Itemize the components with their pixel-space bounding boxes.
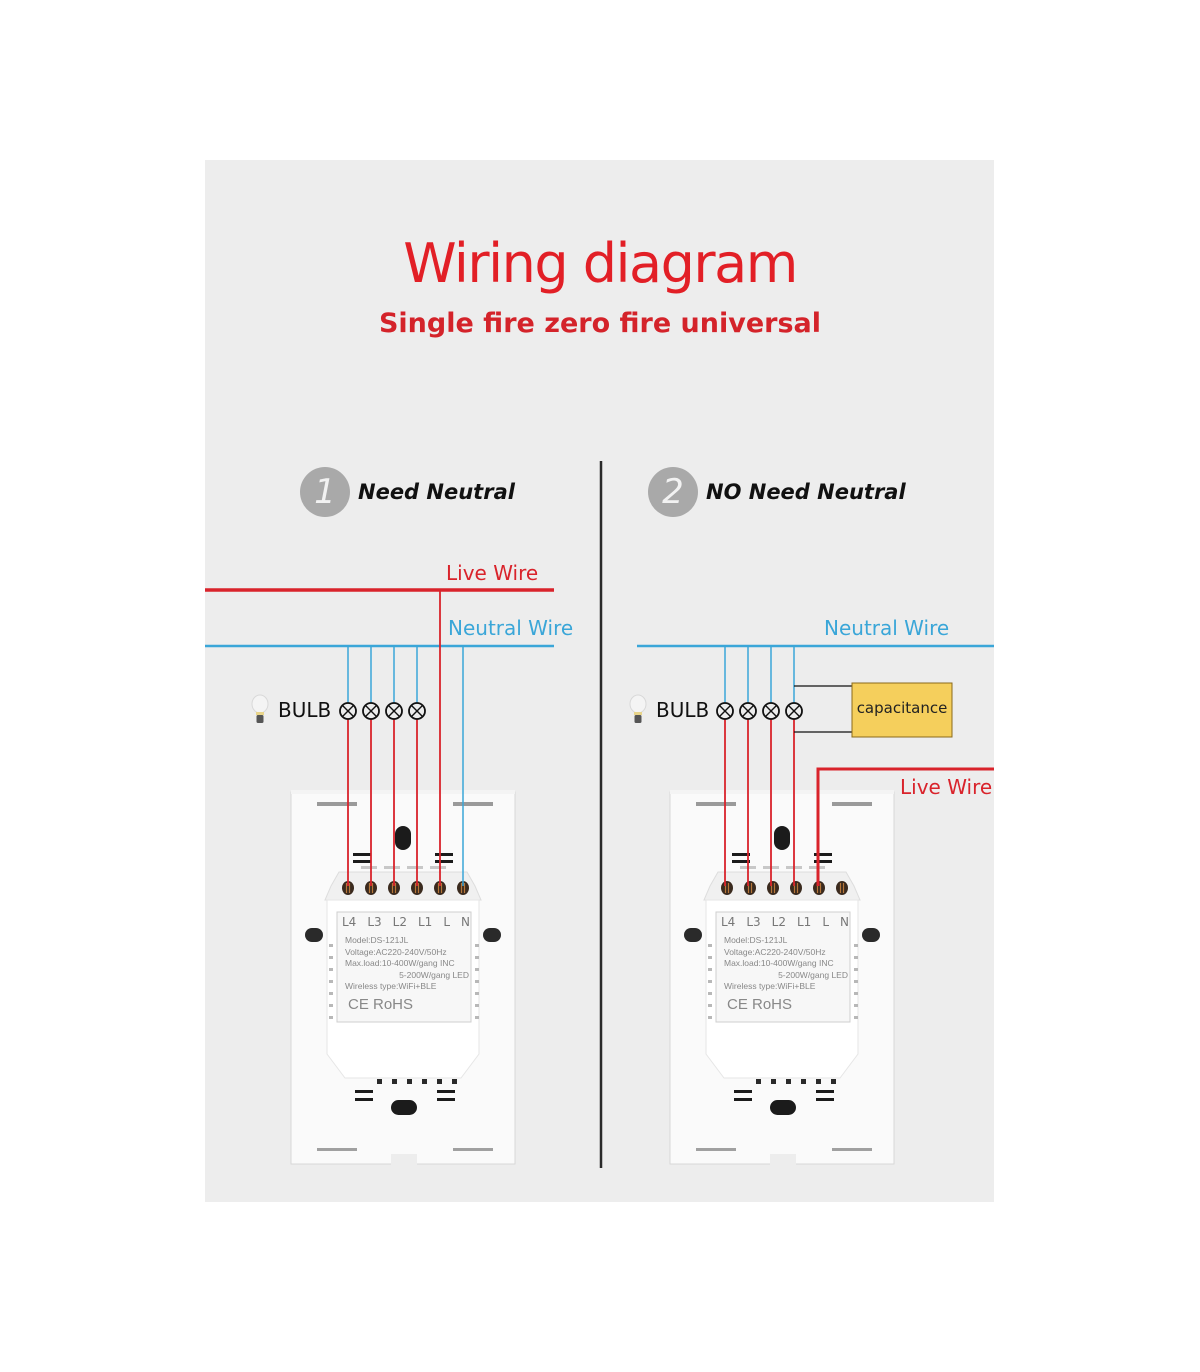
spec-model: Model:DS-121JL	[345, 935, 409, 945]
spec-model: Model:DS-121JL	[724, 935, 788, 945]
terminal-l3: L3	[746, 915, 761, 929]
terminal-l2: L2	[392, 915, 407, 929]
page-title: Wiring diagram	[403, 232, 798, 295]
terminal-n: N	[461, 915, 470, 929]
terminal-l1: L1	[796, 915, 812, 929]
lightbulb-icon	[251, 694, 269, 724]
spec-led-load: 5-200W/gang LED	[399, 969, 469, 980]
spec-voltage: Voltage:AC220-240V/50Hz	[345, 946, 447, 957]
section-1-label: Need Neutral	[358, 480, 515, 504]
terminal-n: N	[840, 915, 849, 929]
cert-marks-1: CE RoHS	[348, 996, 414, 1013]
spec-label-1: Model:DS-121JL Voltage:AC220-240V/50Hz M…	[345, 935, 469, 993]
terminal-l: L	[822, 915, 829, 929]
terminal-l3: L3	[367, 915, 382, 929]
neutral-wire-label-1: Neutral Wire	[448, 616, 574, 640]
spec-led-load: 5-200W/gang LED	[778, 969, 848, 980]
live-wire-label-1: Live Wire	[446, 561, 539, 585]
section-2-label: NO Need Neutral	[706, 480, 906, 504]
terminal-l2: L2	[771, 915, 786, 929]
terminal-l1: L1	[417, 915, 433, 929]
step-2-badge: 2	[648, 467, 698, 517]
section-1-heading: 1 Need Neutral	[300, 467, 515, 517]
spec-max-load: Max.load:10-400W/gang INC	[345, 958, 455, 968]
terminal-l4: L4	[342, 915, 357, 929]
spec-voltage: Voltage:AC220-240V/50Hz	[724, 946, 826, 957]
spec-wireless: Wireless type:WiFi+BLE	[345, 981, 437, 991]
spec-wireless: Wireless type:WiFi+BLE	[724, 981, 816, 991]
terminal-labels-2: L4 L3 L2 L1 L N	[721, 915, 849, 929]
step-1-badge: 1	[300, 467, 350, 517]
section-1-diagram	[205, 588, 554, 1166]
spec-max-load: Max.load:10-400W/gang INC	[724, 958, 834, 968]
capacitance-box	[851, 682, 953, 738]
cert-marks-2: CE RoHS	[727, 996, 793, 1013]
live-wire-label-2: Live Wire	[900, 775, 993, 799]
neutral-wire-label-2: Neutral Wire	[824, 616, 950, 640]
bulb-label-2: BULB	[656, 698, 710, 722]
terminal-labels-1: L4 L3 L2 L1 L N	[342, 915, 470, 929]
capacitance-label: capacitance	[856, 699, 948, 717]
terminal-l4: L4	[721, 915, 736, 929]
spec-label-2: Model:DS-121JL Voltage:AC220-240V/50Hz M…	[724, 935, 848, 993]
lightbulb-icon	[629, 694, 647, 724]
terminal-l: L	[443, 915, 450, 929]
section-2-diagram	[629, 644, 994, 1166]
live-wire-2	[816, 767, 994, 886]
page-subtitle: Single fire zero fire universal	[378, 308, 822, 339]
section-2-heading: 2 NO Need Neutral	[648, 467, 906, 517]
bulb-label-1: BULB	[278, 698, 332, 722]
